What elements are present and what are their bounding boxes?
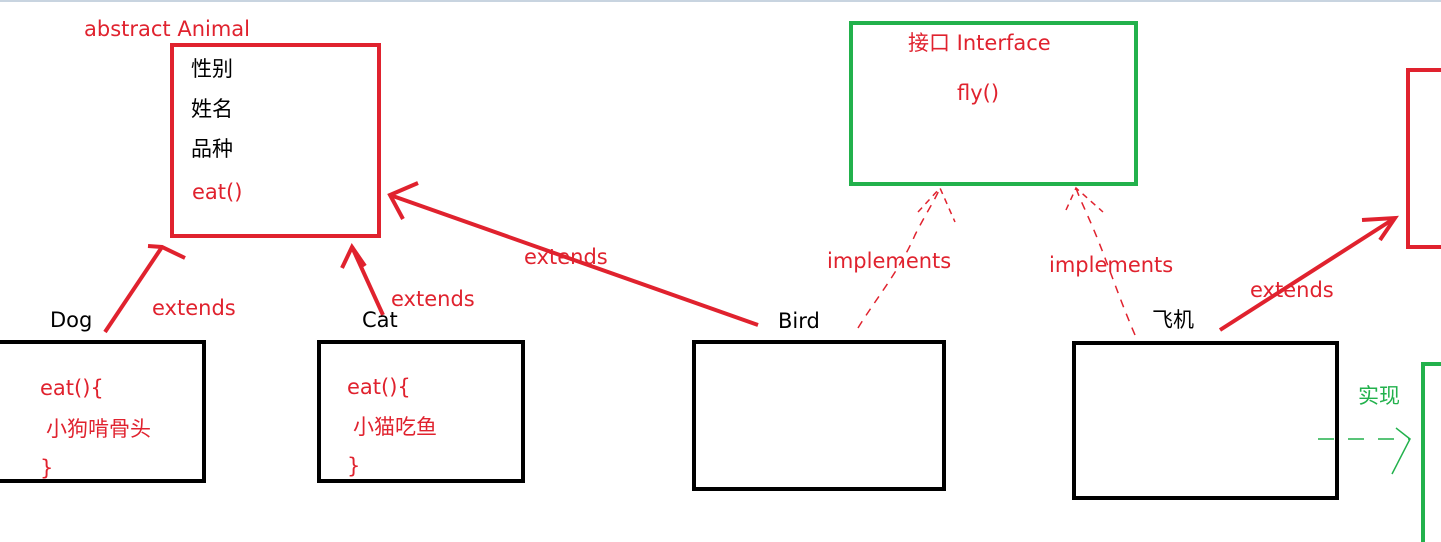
implementation-box-partial	[1421, 362, 1441, 542]
bird-class-box	[692, 340, 946, 491]
dog-class-box	[0, 340, 206, 483]
interface-box	[849, 21, 1138, 186]
cat-class-box	[317, 340, 525, 483]
dog-code-line-1: eat(){	[40, 376, 104, 400]
plane-label: 飞机	[1152, 308, 1194, 332]
bird-extends-label: extends	[524, 245, 608, 269]
interface-method: fly()	[957, 81, 1000, 105]
interface-header: 接口 Interface	[908, 31, 1051, 55]
bird-label: Bird	[778, 309, 820, 333]
cat-label: Cat	[362, 308, 398, 332]
window-top-border	[0, 0, 1441, 2]
realize-label: 实现	[1358, 384, 1400, 408]
cat-extends-arrow	[340, 243, 385, 316]
dog-extends-arrow	[103, 244, 186, 334]
cat-code-line-1: eat(){	[347, 375, 411, 399]
dog-label: Dog	[50, 308, 93, 332]
bird-implements-arrow	[857, 186, 956, 329]
dog-code-line-2: 小狗啃骨头	[46, 417, 151, 441]
connector-layer	[103, 181, 1411, 475]
dog-extends-label: extends	[152, 296, 236, 320]
bird-implements-label: implements	[827, 249, 952, 273]
cat-code-line-3: }	[347, 454, 361, 478]
parent-class-box-partial	[1406, 68, 1441, 249]
animal-field-gender: 性别	[191, 57, 233, 81]
animal-method: eat()	[192, 180, 243, 204]
cat-code-line-2: 小猫吃鱼	[353, 415, 437, 439]
bird-extends-arrow	[387, 181, 759, 327]
dog-code-line-3: }	[40, 456, 54, 480]
animal-header: abstract Animal	[84, 17, 251, 41]
plane-implements-label: implements	[1049, 253, 1174, 277]
plane-extends-arrow	[1218, 215, 1399, 332]
plane-implements-arrow	[1065, 186, 1136, 336]
plane-extends-label: extends	[1250, 278, 1334, 302]
plane-class-box	[1072, 341, 1339, 500]
cat-extends-label: extends	[391, 287, 475, 311]
animal-class-box	[170, 43, 381, 238]
realize-arrow	[1318, 427, 1411, 475]
animal-field-name: 姓名	[191, 97, 233, 121]
animal-field-breed: 品种	[191, 137, 233, 161]
